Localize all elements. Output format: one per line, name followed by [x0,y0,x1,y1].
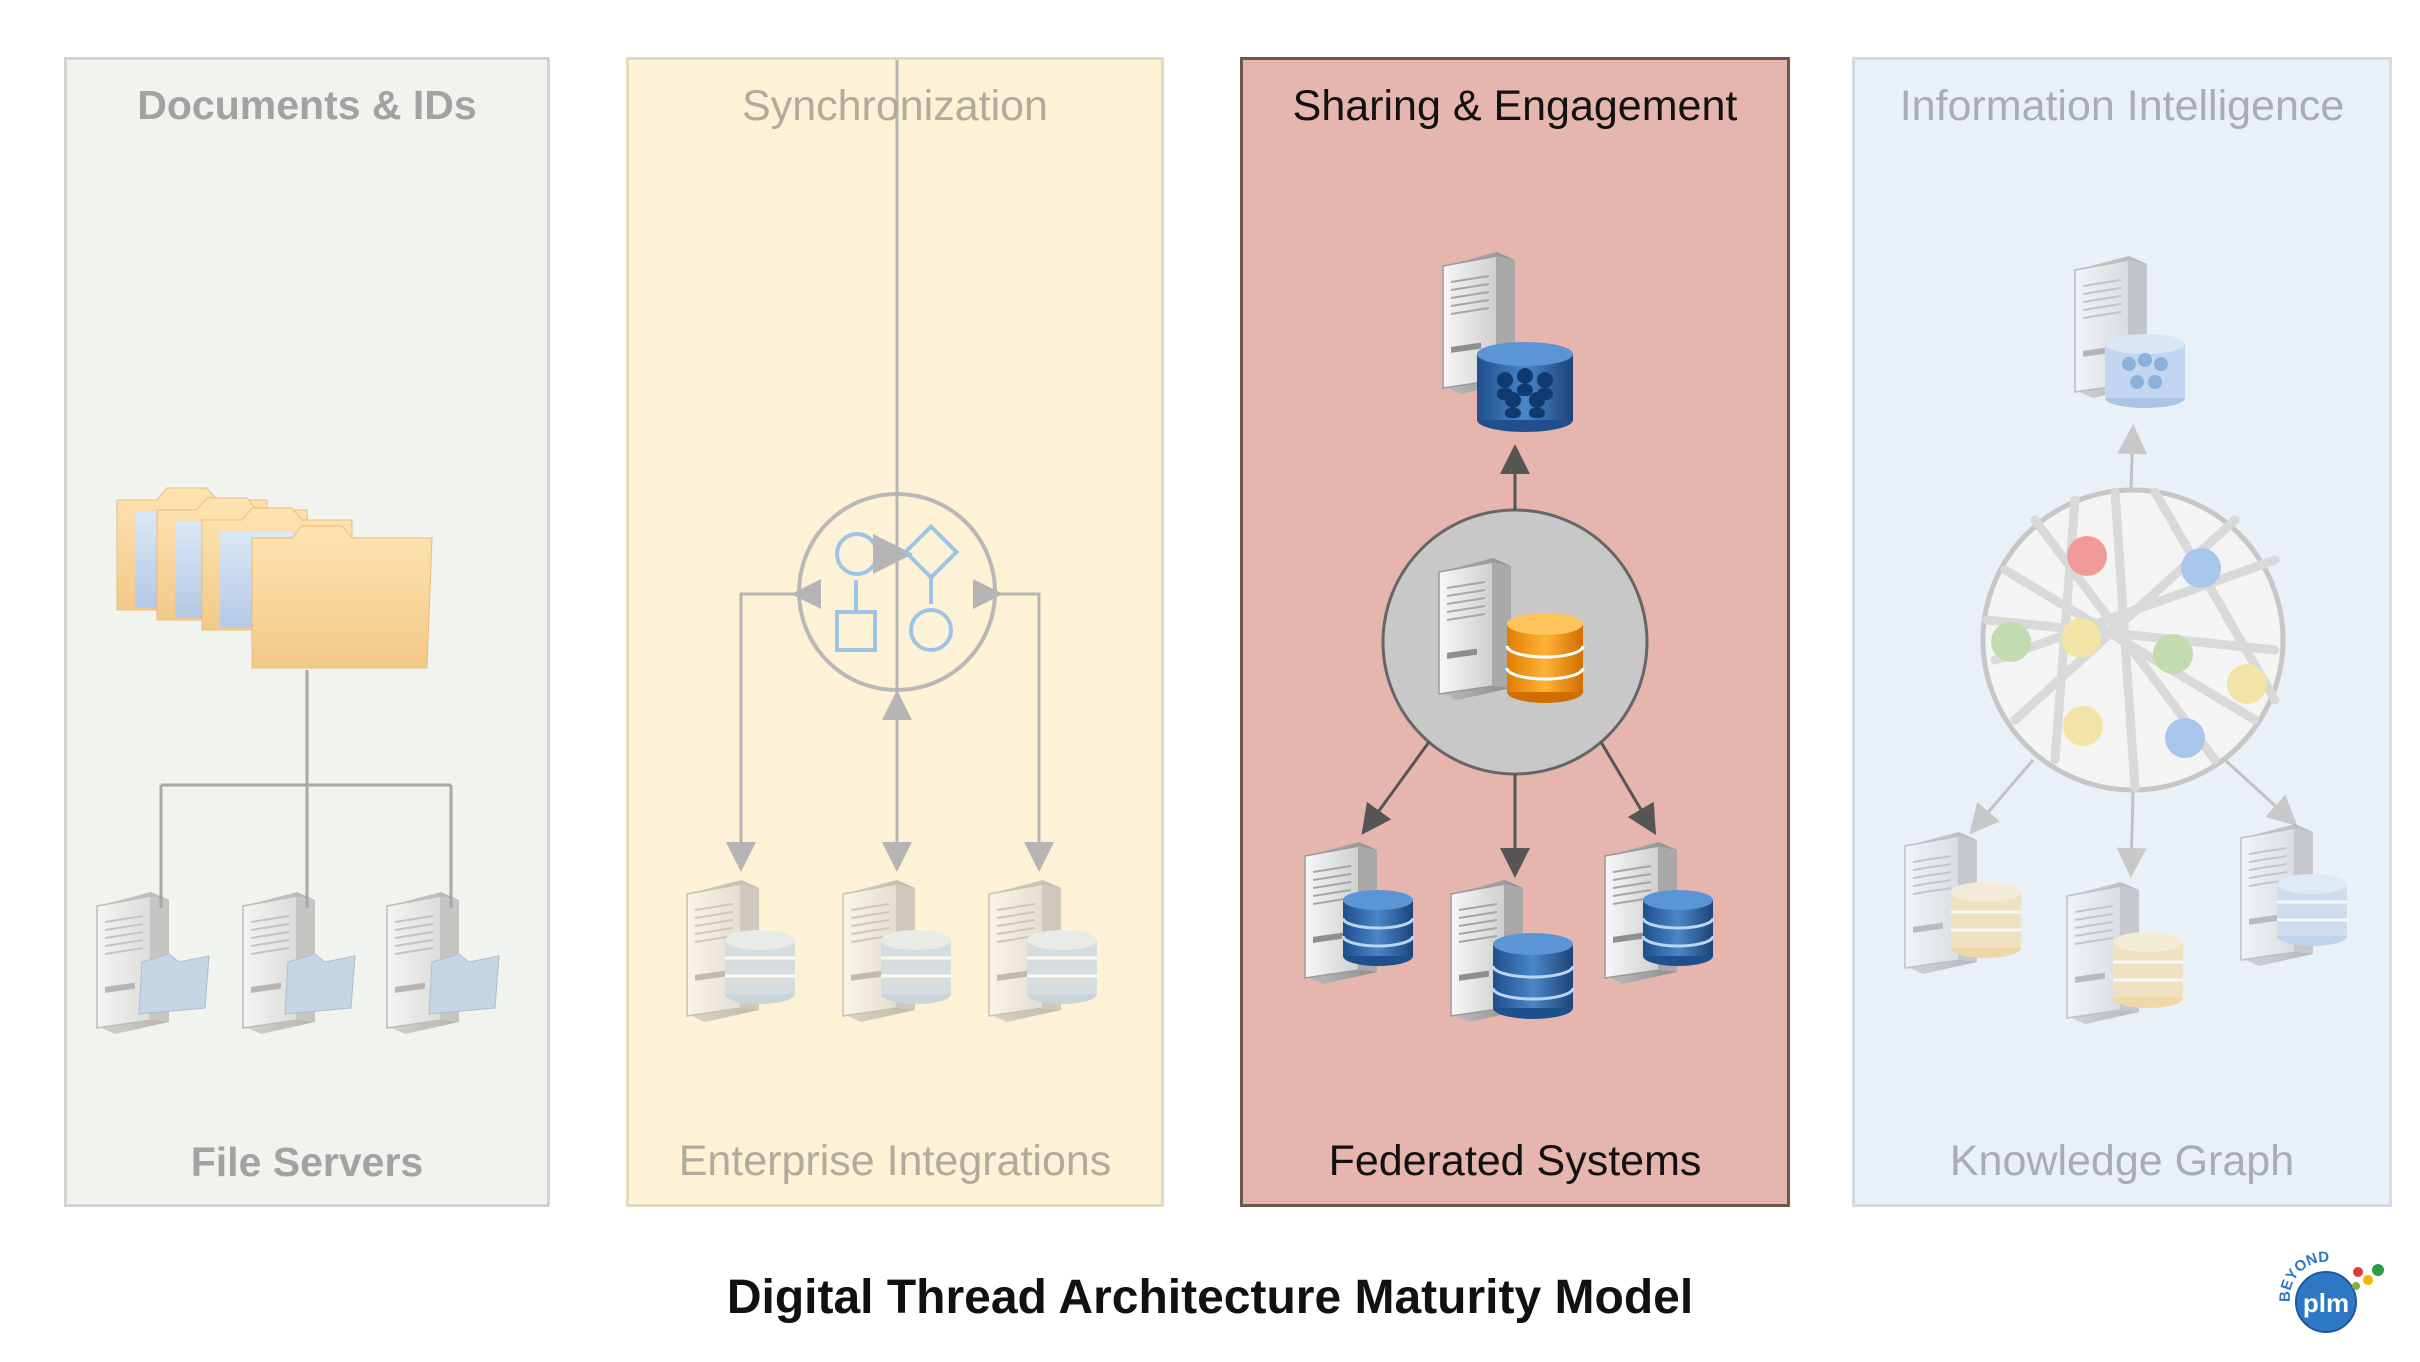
collaboration-server-icon [2074,255,2185,408]
panel-documents-ids: Documents & IDs File Servers [64,57,550,1207]
file-server-icon [386,891,500,1035]
panel-title: Sharing & Engagement [1292,82,1738,130]
hub-server-icon [1438,557,1585,703]
database-server-icon [1604,841,1715,985]
database-server-icon [1304,841,1415,985]
panel-title: Synchronization [742,82,1048,130]
panel-footer: Knowledge Graph [1949,1137,2295,1185]
database-server-icon [1450,879,1575,1023]
integrations-diagram [686,60,1097,1023]
panel-sharing-engagement: Sharing & Engagement Federated Systems [1240,57,1790,1207]
database-server-icon [2066,881,2183,1025]
sync-arrows [726,60,1054,872]
knowledge-graph-sphere [1980,487,2286,793]
panel-title: Documents & IDs [137,82,477,128]
graph-arrows [1969,424,2298,878]
panel-footer: File Servers [190,1139,424,1185]
database-server-icon [2240,823,2347,967]
file-servers-diagram [96,487,500,1035]
panel-footer: Enterprise Integrations [678,1137,1112,1185]
main-title: Digital Thread Architecture Maturity Mod… [726,1271,1694,1324]
panel-synchronization: Synchronization Enterprise Integrations [626,57,1164,1207]
logo-main-text: plm [2303,1288,2349,1318]
panel-information-intelligence: Information Intelligence Knowledge Graph [1852,57,2392,1207]
federation-arrows [1361,444,1657,878]
panel-footer: Federated Systems [1328,1137,1702,1185]
database-server-icon [988,879,1097,1023]
database-server-icon [1904,831,2021,975]
file-server-icon [242,891,356,1035]
file-server-icon [96,891,210,1035]
folder-stack-icon [116,487,433,669]
database-server-icon [842,879,951,1023]
collaboration-server-icon [1442,251,1573,432]
federated-systems-diagram [1304,251,1715,1023]
knowledge-graph-diagram [1904,255,2347,1025]
connector-lines [159,670,453,908]
beyond-plm-logo: BEYOND plm [2277,1249,2384,1333]
database-server-icon [686,879,795,1023]
panel-title: Information Intelligence [1899,82,2345,130]
